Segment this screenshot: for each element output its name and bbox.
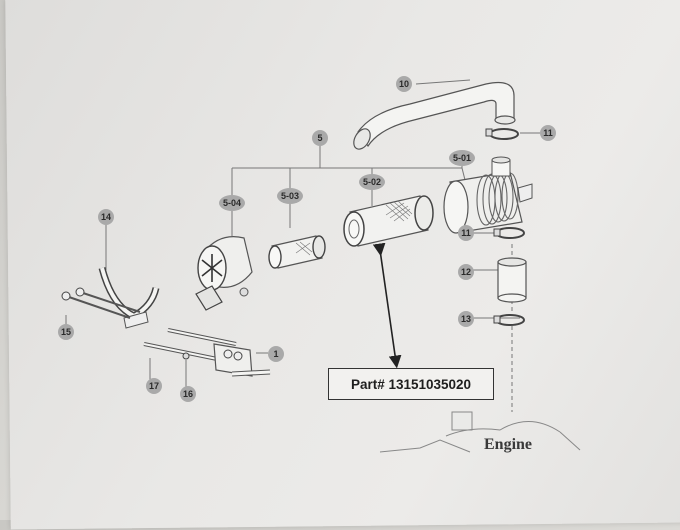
svg-text:5-02: 5-02 xyxy=(363,177,381,187)
svg-text:11: 11 xyxy=(543,128,553,138)
hose-clamp-upper xyxy=(485,128,519,140)
part-number-text: Part# 13151035020 xyxy=(350,376,472,392)
callout-5: 5 xyxy=(312,130,328,146)
callout-5-04: 5-04 xyxy=(219,195,245,211)
callout-11-upper: 11 xyxy=(540,125,556,141)
svg-text:11: 11 xyxy=(461,228,471,238)
engine-label: Engine xyxy=(484,436,533,453)
end-cover xyxy=(195,236,253,311)
callout-13: 13 xyxy=(458,311,474,327)
callout-14: 14 xyxy=(98,209,114,225)
svg-text:5: 5 xyxy=(317,133,322,143)
svg-text:5-04: 5-04 xyxy=(223,198,241,208)
callout-17: 17 xyxy=(146,378,162,394)
svg-text:14: 14 xyxy=(101,212,111,222)
callout-12: 12 xyxy=(458,264,474,280)
callout-16: 16 xyxy=(180,386,196,402)
part-indicator-arrow xyxy=(372,242,402,369)
leader-lines xyxy=(65,79,540,412)
callout-15: 15 xyxy=(58,324,74,340)
callout-5-01: 5-01 xyxy=(449,150,475,166)
svg-text:17: 17 xyxy=(149,381,159,391)
primary-filter-element xyxy=(343,195,434,247)
intake-tube xyxy=(353,81,516,150)
svg-text:5-03: 5-03 xyxy=(281,191,299,201)
svg-text:15: 15 xyxy=(61,327,71,337)
svg-text:1: 1 xyxy=(273,349,278,359)
hose-clamp-lower xyxy=(493,314,525,326)
mounting-band xyxy=(98,267,160,329)
engine-outline xyxy=(379,411,581,453)
callout-5-03: 5-03 xyxy=(277,188,303,204)
callout-11-middle: 11 xyxy=(458,225,474,241)
hose-clamp-middle xyxy=(493,227,525,239)
svg-text:13: 13 xyxy=(461,314,471,324)
svg-text:5-01: 5-01 xyxy=(453,153,471,163)
svg-text:16: 16 xyxy=(183,389,193,399)
rubber-hose xyxy=(497,257,527,303)
band-bolts xyxy=(61,287,141,319)
air-cleaner-housing xyxy=(443,156,533,234)
svg-text:12: 12 xyxy=(461,267,471,277)
callout-10: 10 xyxy=(396,76,412,92)
svg-text:10: 10 xyxy=(399,79,409,89)
part-number-box: Part# 13151035020 xyxy=(328,368,494,400)
callout-1: 1 xyxy=(268,346,284,362)
mounting-bracket xyxy=(143,328,271,377)
safety-filter-element xyxy=(268,235,326,269)
callout-5-02: 5-02 xyxy=(359,174,385,190)
